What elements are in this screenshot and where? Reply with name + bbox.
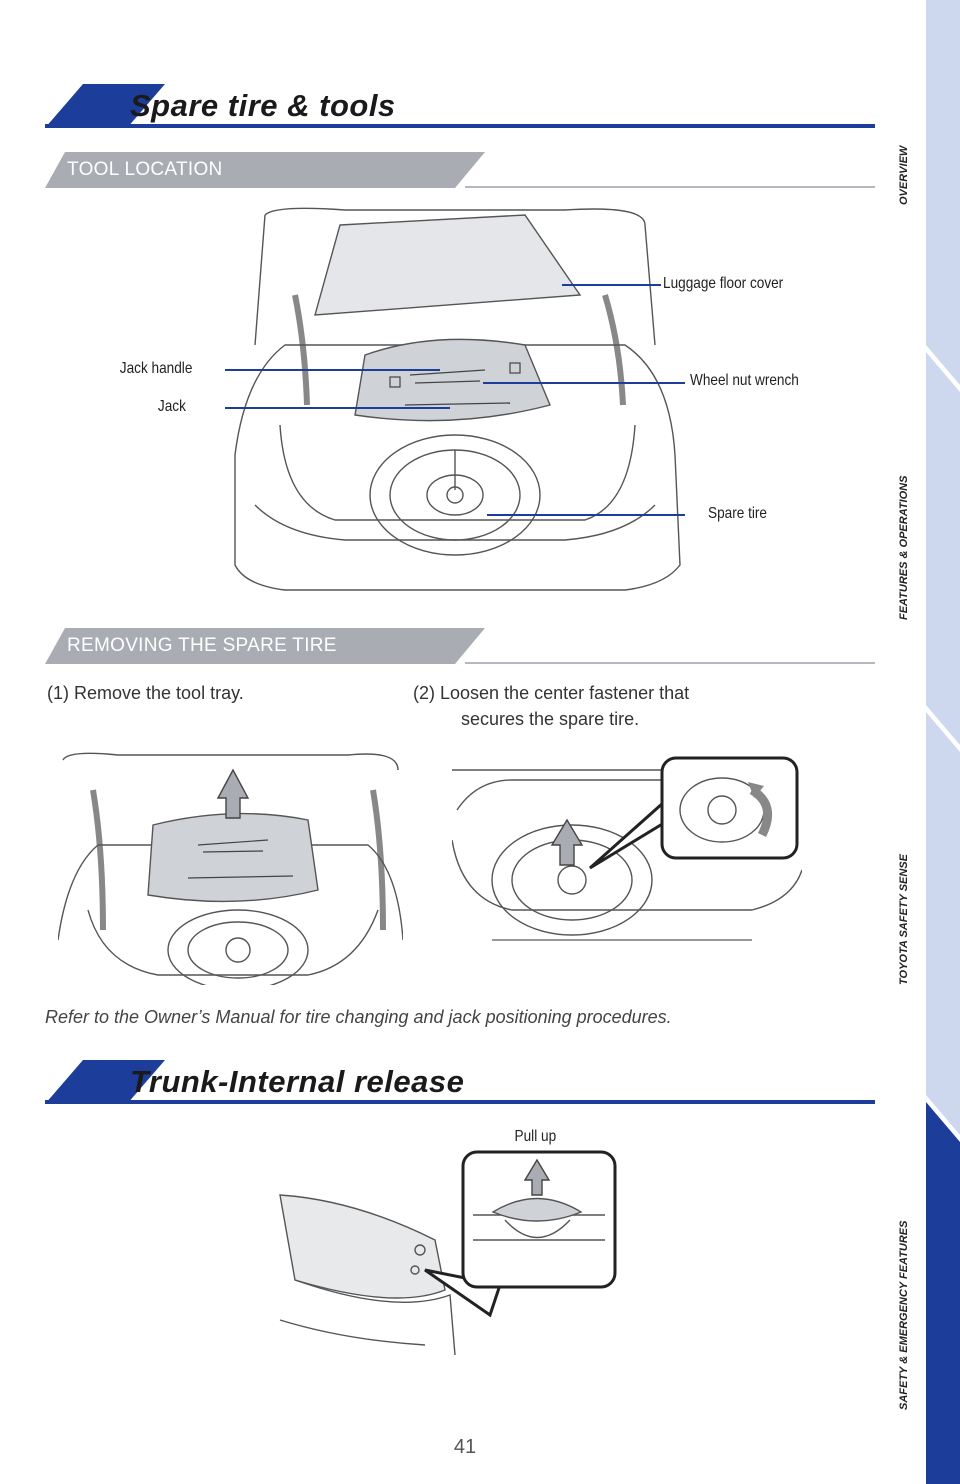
side-tab-features-operations[interactable]: [926, 352, 960, 745]
step-2-line-2: secures the spare tire.: [461, 709, 640, 729]
subsection-rule: [465, 186, 875, 188]
callout-luggage-floor-cover: Luggage floor cover: [663, 275, 784, 292]
step-1-text: (1) Remove the tool tray.: [47, 683, 244, 703]
subsection-tool-location: TOOL LOCATION: [45, 152, 875, 188]
section-header-spare-tire: Spare tire & tools: [45, 84, 875, 128]
side-label-features-operations-text: FEATURES & OPERATIONS: [898, 475, 910, 620]
subsection-title: REMOVING THE SPARE TIRE: [67, 635, 337, 656]
loosen-fastener-illustration: [452, 756, 802, 941]
callout-pull-up: Pull up: [512, 1128, 559, 1146]
header-slant-shape: [45, 84, 165, 128]
side-nav-tabs: [926, 0, 960, 1484]
header-underline: [45, 1100, 875, 1104]
section-header-trunk-release: Trunk-Internal release: [45, 1060, 875, 1104]
page-number: 41: [453, 1436, 477, 1458]
subsection-title: TOOL LOCATION: [67, 159, 223, 180]
header-underline: [45, 124, 875, 128]
owners-manual-note: Refer to the Owner’s Manual for tire cha…: [45, 1007, 672, 1027]
subsection-tab-shape: [45, 628, 485, 664]
side-tab-overview[interactable]: [926, 0, 960, 385]
side-label-overview-text: OVERVIEW: [898, 145, 910, 205]
trunk-release-illustration: [279, 1150, 617, 1356]
subsection-rule: [465, 662, 875, 664]
step-2-text: (2) Loosen the center fastener that secu…: [413, 680, 689, 732]
callout-spare-tire: Spare tire: [708, 505, 767, 522]
callout-wheel-nut-wrench: Wheel nut wrench: [690, 372, 799, 389]
side-tab-toyota-safety-sense[interactable]: [926, 712, 960, 1135]
header-slant-shape: [45, 1060, 165, 1104]
subsection-removing-spare: REMOVING THE SPARE TIRE: [45, 628, 875, 664]
step-2-line-1: (2) Loosen the center fastener that: [413, 683, 690, 703]
remove-tool-tray-illustration: [58, 752, 403, 985]
section-title: Trunk-Internal release: [130, 1064, 465, 1099]
side-label-safety-emergency-text: SAFETY & EMERGENCY FEATURES: [898, 1220, 910, 1410]
callout-jack: Jack: [158, 398, 186, 415]
side-label-toyota-safety-sense-text: TOYOTA SAFETY SENSE: [898, 853, 910, 985]
section-title: Spare tire & tools: [130, 88, 396, 123]
subsection-tab-shape: [45, 152, 485, 188]
side-tab-safety-emergency[interactable]: [926, 1102, 960, 1484]
trunk-tool-illustration: [225, 207, 685, 591]
callout-jack-handle: Jack handle: [119, 360, 192, 377]
